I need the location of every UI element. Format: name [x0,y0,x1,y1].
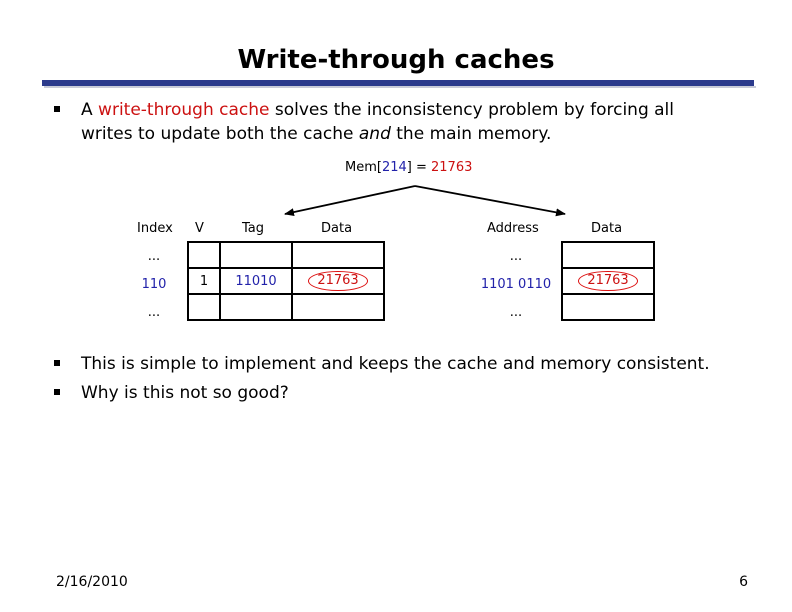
cache-row: 1 11010 21763 [187,267,385,295]
cache-table: 1 11010 21763 [187,241,385,321]
bullet-simple: This is simple to implement and keeps th… [54,352,774,376]
cache-cell-data [291,293,385,321]
mem-label-value: 21763 [431,160,473,175]
mem-label-address: 214 [381,160,407,175]
cache-cell-data: 21763 [291,267,385,295]
footer-date: 2/16/2010 [56,574,128,590]
memory-table: 21763 [561,241,655,321]
memory-cell-data: 21763 [561,267,655,295]
bullet-marker [54,389,60,395]
cache-cell-v [187,241,221,269]
mem-label-prefix: Mem[ [345,160,382,175]
memory-address-dots-bottom: ... [509,305,523,320]
arrow-to-memory [414,185,566,217]
bullet-write-through: A write-through cache solves the inconsi… [54,98,754,148]
cache-row [187,241,385,269]
arrow-to-cache [284,185,416,217]
bullet-marker [54,106,60,112]
cache-header-data: Data [321,221,353,236]
memory-data-highlight: 21763 [578,271,638,291]
memory-header-data: Data [591,221,623,236]
bullet-line2-end: the main memory. [390,124,552,144]
bullet-text: This is simple to implement and keeps th… [81,354,710,374]
bullet-line-2: writes to update both the cache and the … [81,122,674,146]
bullet-line2-start: writes to update both the cache [81,124,359,144]
cache-cell-tag [219,241,293,269]
bullet-marker [54,360,60,366]
memory-address-dots-top: ... [509,249,523,264]
cache-cell-v [187,293,221,321]
footer-page-number: 6 [739,574,748,590]
cache-index-dots-bottom: ... [147,305,161,320]
cache-data-highlight: 21763 [308,271,368,291]
bullet-middle: solves the inconsistency problem by forc… [269,100,675,120]
cache-index-110: 110 [141,277,167,292]
cache-row [187,293,385,321]
bullet-text: A write-through cache solves the inconsi… [81,98,674,146]
bullet-italic-and: and [358,124,391,144]
cache-cell-tag: 11010 [219,267,293,295]
memory-header-address: Address [487,221,539,236]
memory-row [561,241,655,269]
title-rule [42,80,754,86]
cache-cell-data [291,241,385,269]
cache-header-index: Index [137,221,173,236]
bullet-prefix: A [81,100,99,120]
memory-row: 21763 [561,267,655,295]
bullet-text: Why is this not so good? [81,383,289,403]
cache-cell-tag [219,293,293,321]
title-rule-shadow [44,86,756,88]
write-through-term: write-through cache [98,100,270,120]
memory-cell-data [561,241,655,269]
cache-header-v: V [195,221,204,236]
bullet-why-not-good: Why is this not so good? [54,381,774,405]
cache-header-tag: Tag [242,221,265,236]
memory-row [561,293,655,321]
memory-cell-data [561,293,655,321]
cache-index-dots-top: ... [147,249,161,264]
slide-title: Write-through caches [237,45,555,75]
cache-cell-v: 1 [187,267,221,295]
mem-write-label: Mem[214] = 21763 [345,160,472,176]
mem-label-equals: ] = [406,160,432,175]
memory-address-11010110: 1101 0110 [480,277,552,292]
bullet-line-1: A write-through cache solves the inconsi… [81,98,674,122]
